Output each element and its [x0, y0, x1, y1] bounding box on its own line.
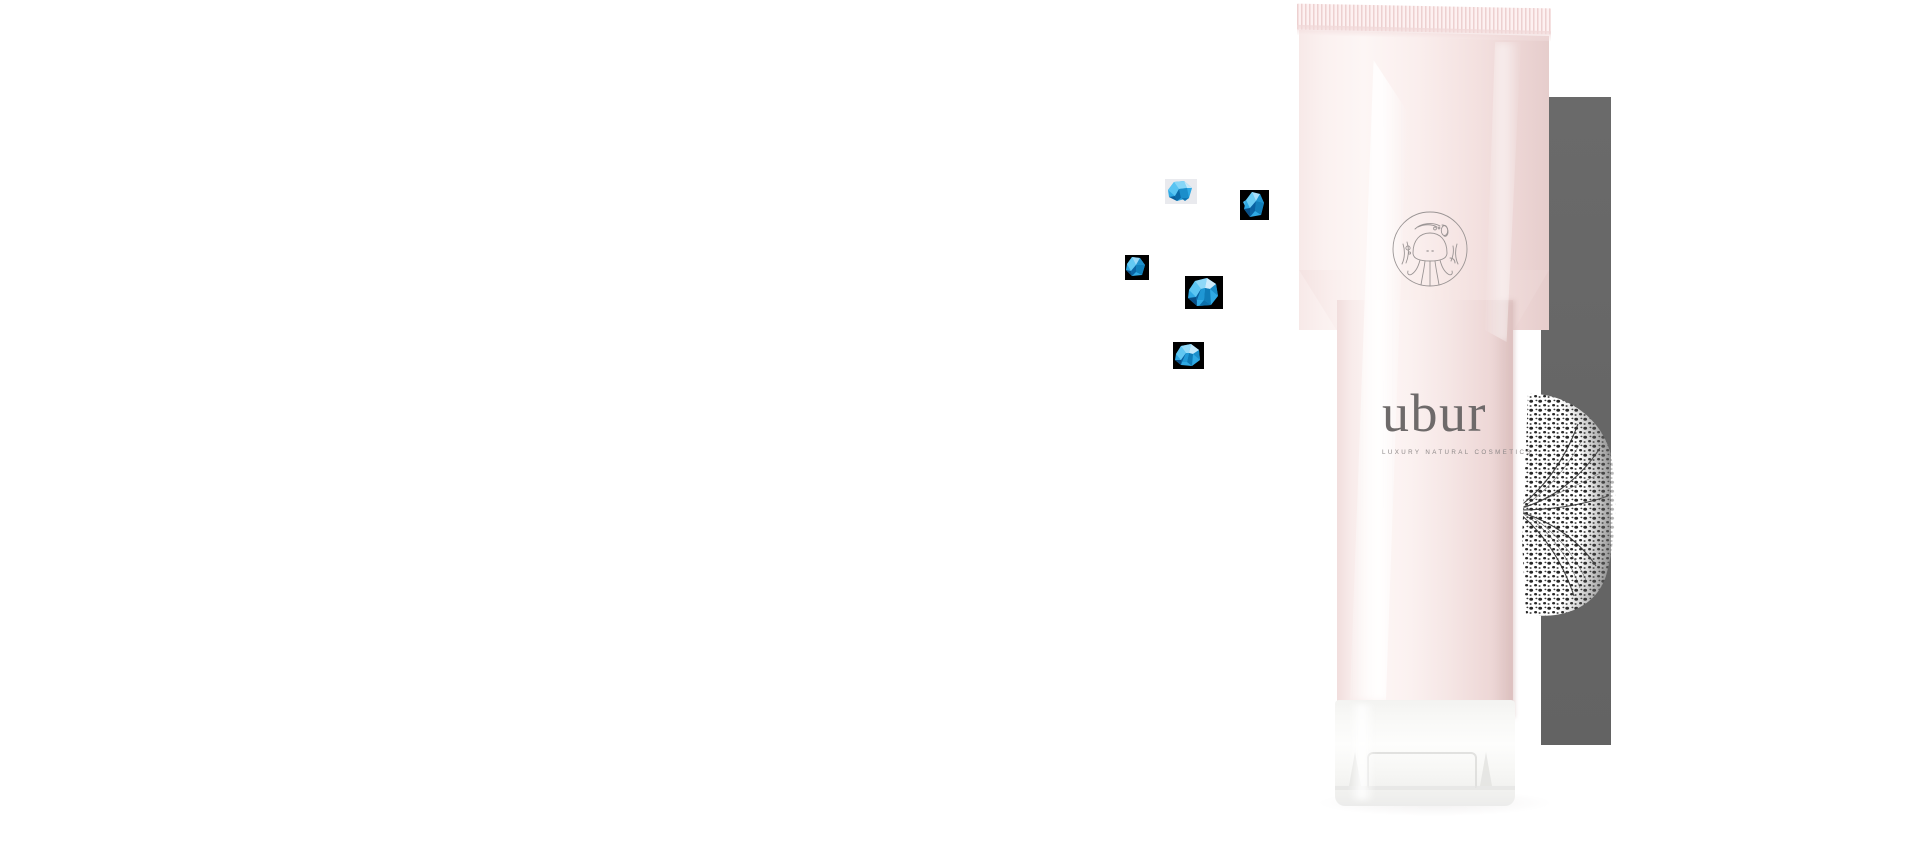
brand-wordmark: ubur LUXURY NATURAL COSMETICS [1382, 386, 1552, 456]
brand-tagline: LUXURY NATURAL COSMETICS [1382, 449, 1533, 456]
crystal-thumbnail-4[interactable] [1185, 276, 1223, 309]
cap-emboss-detail [1367, 752, 1477, 788]
crystal-thumbnail-1[interactable] [1165, 179, 1197, 204]
crystal-thumbnail-3[interactable] [1125, 255, 1149, 280]
crystal-thumbnail-5[interactable] [1173, 342, 1204, 369]
cap-notch-right-icon [1480, 752, 1492, 786]
crystal-thumbnail-2[interactable] [1240, 190, 1269, 220]
cap-band [1335, 786, 1515, 790]
jellyfish-emblem-icon [1387, 206, 1473, 292]
tube-edge-shading [1493, 300, 1515, 718]
product-tube[interactable] [1297, 0, 1557, 810]
brand-name: ubur [1382, 383, 1487, 443]
cap-highlight [1349, 704, 1375, 800]
